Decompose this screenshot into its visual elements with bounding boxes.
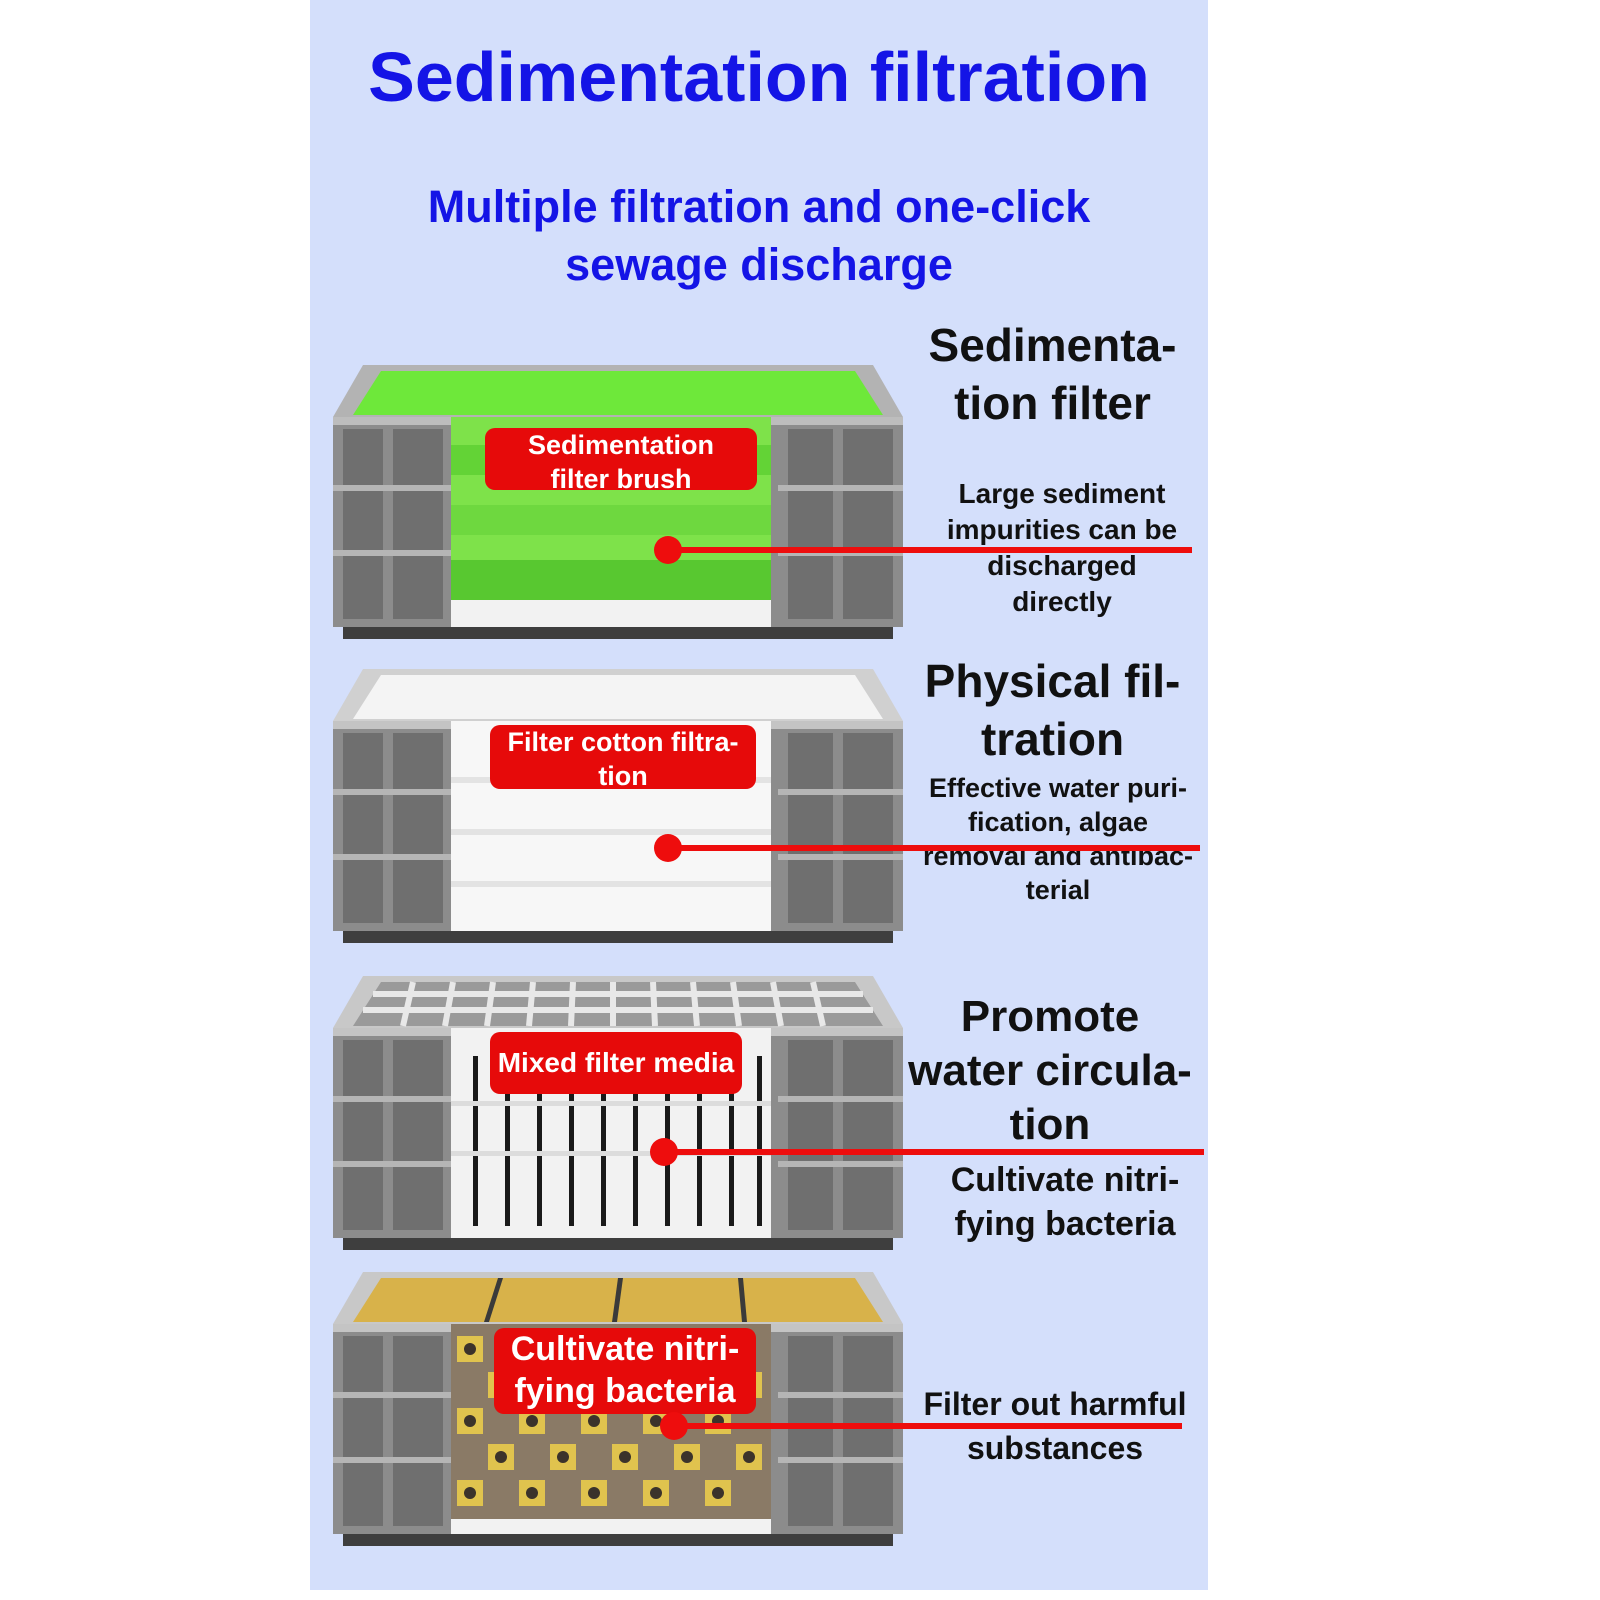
sedimentation-crate-image bbox=[333, 365, 903, 649]
subtitle-line: sewage discharge bbox=[565, 239, 953, 290]
filter-brush-label: Sedimentation filter brush bbox=[485, 428, 757, 490]
callout-line bbox=[664, 1149, 1204, 1155]
water-circulation-heading: Promote water circula- tion bbox=[908, 992, 1192, 1149]
page-title: Sedimentation filtration bbox=[368, 38, 1150, 116]
callout-line bbox=[668, 547, 1192, 553]
harmful-substances-description: Filter out harmful substances bbox=[923, 1386, 1187, 1466]
sedimentation-filter-description: Large sediment impurities can be dischar… bbox=[946, 478, 1178, 617]
sedimentation-filter-heading: Sedimenta- tion filter bbox=[928, 319, 1177, 429]
mixed-media-crate-graphic bbox=[333, 976, 903, 1250]
filter-cotton-crate-image bbox=[333, 669, 903, 953]
nitrifying-bacteria-label: Cultivate nitri- fying bacteria bbox=[494, 1328, 756, 1414]
physical-filtration-heading: Physical fil- tration bbox=[924, 655, 1181, 765]
subtitle-line: Multiple filtration and one-click bbox=[427, 181, 1091, 232]
physical-filtration-description: Effective water puri- fication, algae re… bbox=[922, 773, 1194, 905]
callout-line bbox=[674, 1423, 1182, 1429]
filter-cotton-crate-graphic bbox=[333, 669, 903, 943]
page-subtitle: Multiple filtration and one-click sewage… bbox=[310, 178, 1208, 294]
water-circulation-description: Cultivate nitri- fying bacteria bbox=[950, 1161, 1180, 1243]
bio-media-crate-graphic bbox=[333, 1272, 903, 1546]
bio-media-crate-image bbox=[333, 1272, 903, 1556]
mixed-filter-media-label: Mixed filter media bbox=[490, 1032, 742, 1094]
callout-line bbox=[668, 845, 1200, 851]
mixed-media-crate-image bbox=[333, 976, 903, 1260]
sedimentation-crate-graphic bbox=[333, 365, 903, 639]
filter-cotton-label: Filter cotton filtra- tion bbox=[490, 725, 756, 789]
